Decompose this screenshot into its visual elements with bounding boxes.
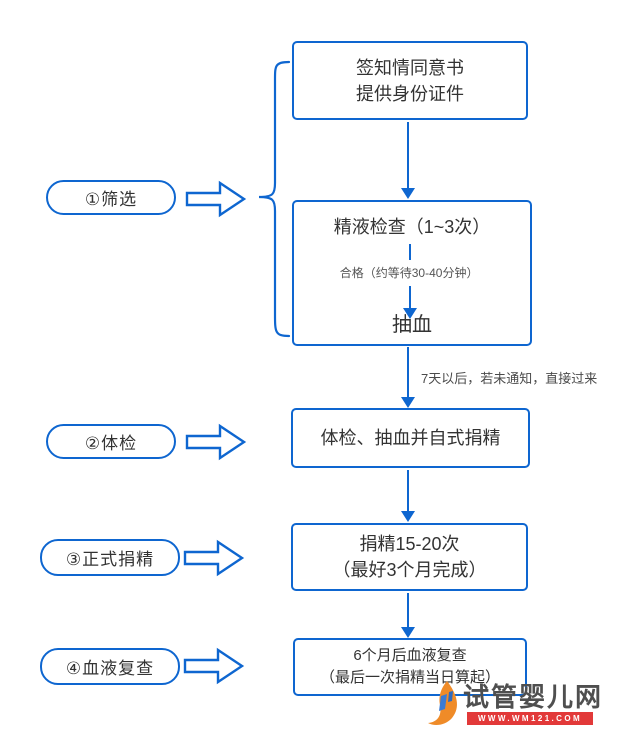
donation-line2: （最好3个月完成） bbox=[332, 560, 487, 580]
donation-line1: 捐精15-20次 bbox=[359, 534, 460, 554]
edge-note-7days: 7天以后，若未通知，直接过来 bbox=[421, 371, 598, 386]
arrow-consent-to-semen bbox=[401, 122, 415, 199]
recheck-line1: 6个月后血液复查 bbox=[353, 647, 467, 664]
stage-label-physical: ②体检 bbox=[84, 434, 138, 453]
stage-label-donation: ③正式捐精 bbox=[65, 550, 155, 569]
arrow-physical-to-donation bbox=[401, 470, 415, 522]
watermark-site-url: WWW.WM121.COM bbox=[467, 712, 593, 725]
arrow-semen-to-physical bbox=[401, 347, 415, 408]
stage-label-recheck: ④血液复查 bbox=[65, 659, 155, 678]
blood-draw-label: 抽血 bbox=[392, 314, 432, 336]
recheck-line2: （最后一次捐精当日算起） bbox=[319, 669, 500, 686]
semen-check-note: 合格（约等待30-40分钟） bbox=[336, 260, 482, 286]
stage-label-screening: ①筛选 bbox=[84, 190, 138, 209]
stage-pill-donation: ③正式捐精 bbox=[40, 539, 180, 576]
curly-brace-icon bbox=[258, 60, 291, 338]
consent-line1: 签知情同意书 bbox=[356, 57, 464, 78]
flow-box-recheck: 6个月后血液复查 （最后一次捐精当日算起） bbox=[293, 638, 527, 696]
flow-box-semen-check: 精液检查（1~3次） 合格（约等待30-40分钟） 抽血 bbox=[292, 200, 532, 346]
watermark-logo-icon bbox=[428, 681, 458, 726]
flow-box-donation: 捐精15-20次 （最好3个月完成） bbox=[291, 523, 528, 591]
stage-pill-recheck: ④血液复查 bbox=[40, 648, 180, 685]
watermark-site-name: 试管婴儿网 bbox=[463, 682, 604, 712]
flow-box-physical: 体检、抽血并自式捐精 bbox=[291, 408, 530, 468]
right-block-arrow-icon bbox=[183, 539, 245, 577]
physical-label: 体检、抽血并自式捐精 bbox=[320, 428, 501, 448]
stage-pill-physical: ②体检 bbox=[46, 424, 176, 459]
flow-box-consent: 签知情同意书 提供身份证件 bbox=[292, 41, 528, 120]
watermark: 试管婴儿网 WWW.WM121.COM bbox=[424, 680, 636, 727]
consent-line2: 提供身份证件 bbox=[356, 83, 464, 104]
right-block-arrow-icon bbox=[183, 647, 245, 685]
right-block-arrow-icon bbox=[185, 180, 247, 218]
right-block-arrow-icon bbox=[185, 423, 247, 461]
stage-pill-screening: ①筛选 bbox=[46, 180, 176, 215]
semen-check-title: 精液检查（1~3次） bbox=[333, 217, 491, 237]
arrow-donation-to-recheck bbox=[401, 593, 415, 638]
